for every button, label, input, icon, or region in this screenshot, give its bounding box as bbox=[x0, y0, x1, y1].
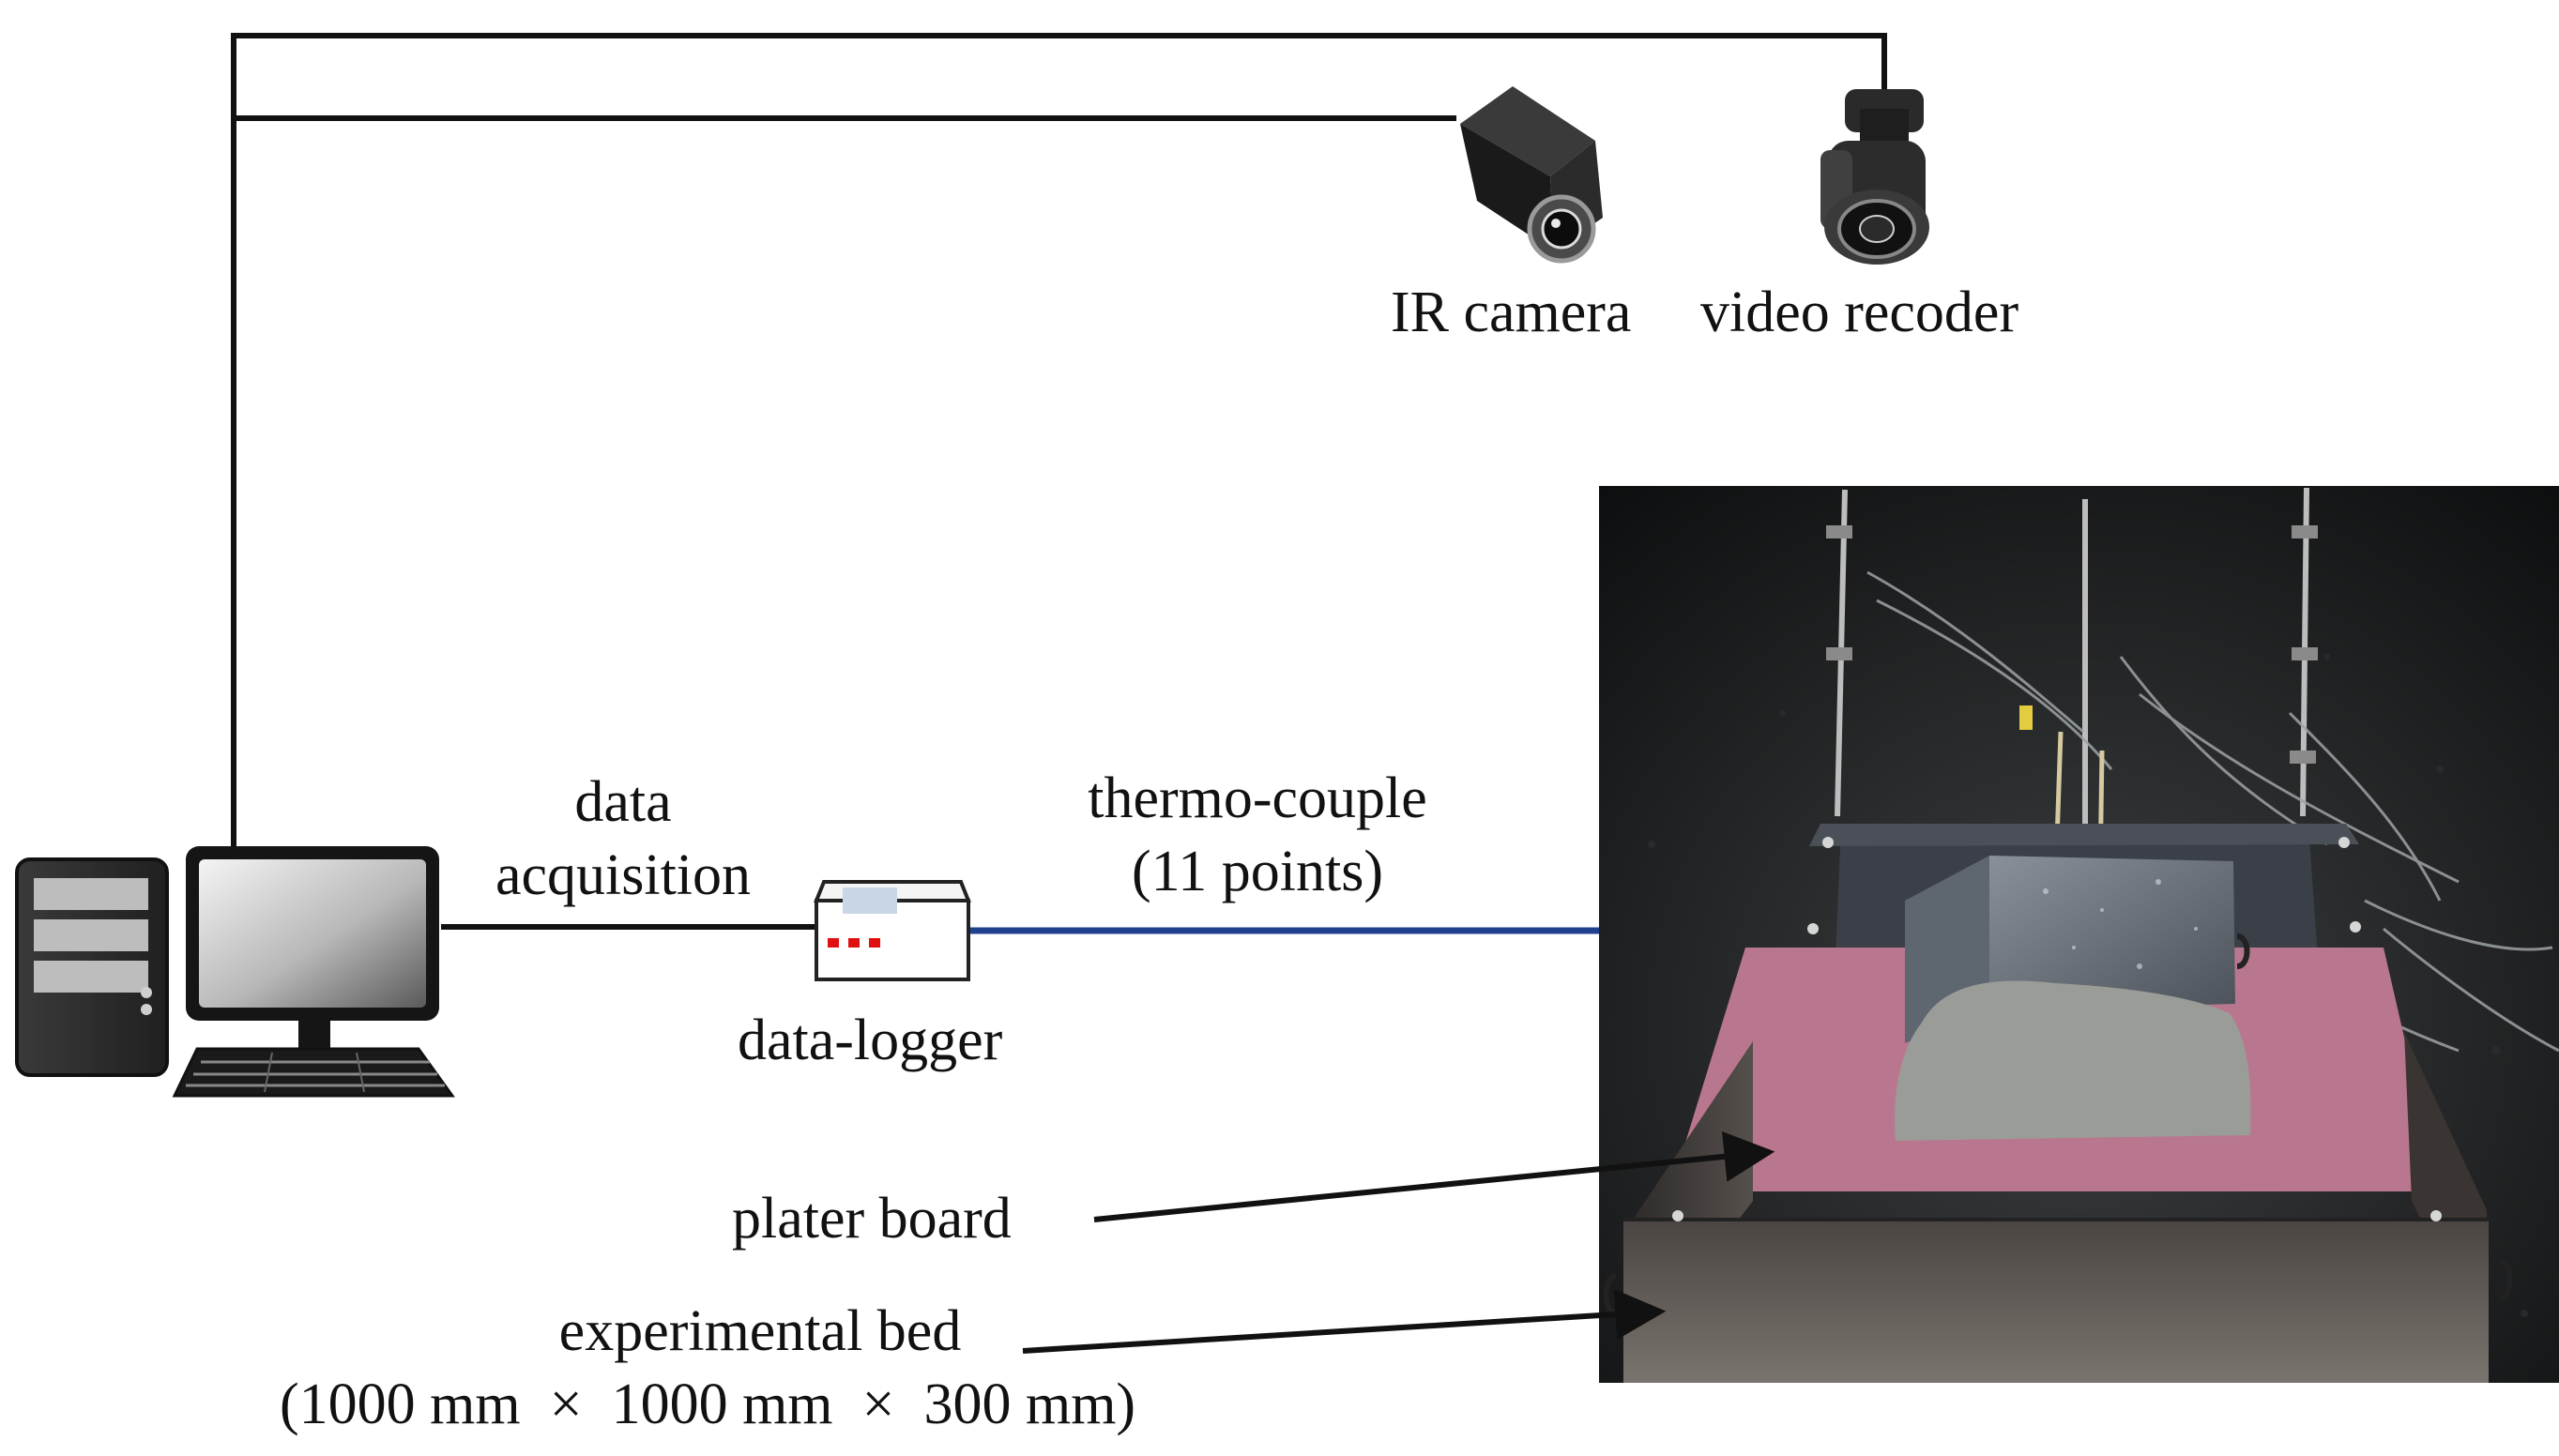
wire-group bbox=[231, 33, 1887, 934]
experimental-bed-label-line2: (1000 mm × 1000 mm × 300 mm) bbox=[280, 1373, 1136, 1436]
data-logger-label: data-logger bbox=[738, 1009, 1003, 1072]
bullet-camera-icon bbox=[1820, 89, 1929, 265]
box-camera-icon bbox=[1460, 86, 1603, 264]
thermocouple-label-line1: thermo-couple bbox=[1088, 766, 1427, 830]
ir-camera-label: IR camera bbox=[1391, 281, 1632, 344]
desktop-computer-icon bbox=[15, 846, 455, 1098]
video-recorder-label: video recoder bbox=[1700, 281, 2019, 344]
experimental-bed-label-line1: experimental bed bbox=[558, 1299, 962, 1363]
data-acquisition-label-line2: acquisition bbox=[495, 843, 752, 907]
data-acquisition-label-line1: data bbox=[574, 770, 672, 834]
wire-video-recorder bbox=[231, 33, 1887, 849]
data-logger-box-icon bbox=[814, 880, 971, 981]
arrow-plaster-board bbox=[1093, 1130, 1775, 1222]
annotation-arrows bbox=[1022, 1130, 1775, 1354]
experimental-bed-photo bbox=[1599, 486, 2559, 1383]
thermocouple-label-line2: (11 points) bbox=[1131, 840, 1384, 903]
plaster-board-label: plater board bbox=[732, 1187, 1012, 1251]
arrow-experimental-bed bbox=[1022, 1289, 1667, 1354]
